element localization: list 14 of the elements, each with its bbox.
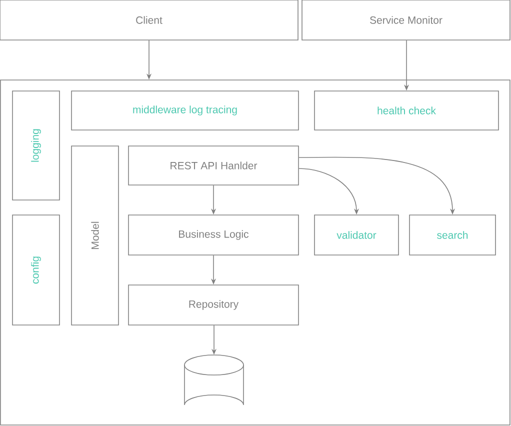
vertical-box: Model	[71, 146, 119, 326]
container-box	[0, 80, 510, 426]
process-box: Business Logic	[128, 214, 299, 256]
process-box: REST API Hanlder	[128, 146, 299, 186]
process-box: middleware log tracing	[71, 90, 299, 130]
process-box: Repository	[128, 284, 299, 326]
process-box: search	[409, 214, 496, 256]
process-box: Service Monitor	[302, 0, 510, 40]
vertical-box: logging	[12, 90, 60, 200]
process-box: Client	[0, 0, 298, 40]
database-cylinder	[184, 354, 244, 406]
process-box: validator	[314, 214, 399, 256]
vertical-box: config	[12, 214, 60, 326]
process-box: health check	[314, 90, 499, 130]
